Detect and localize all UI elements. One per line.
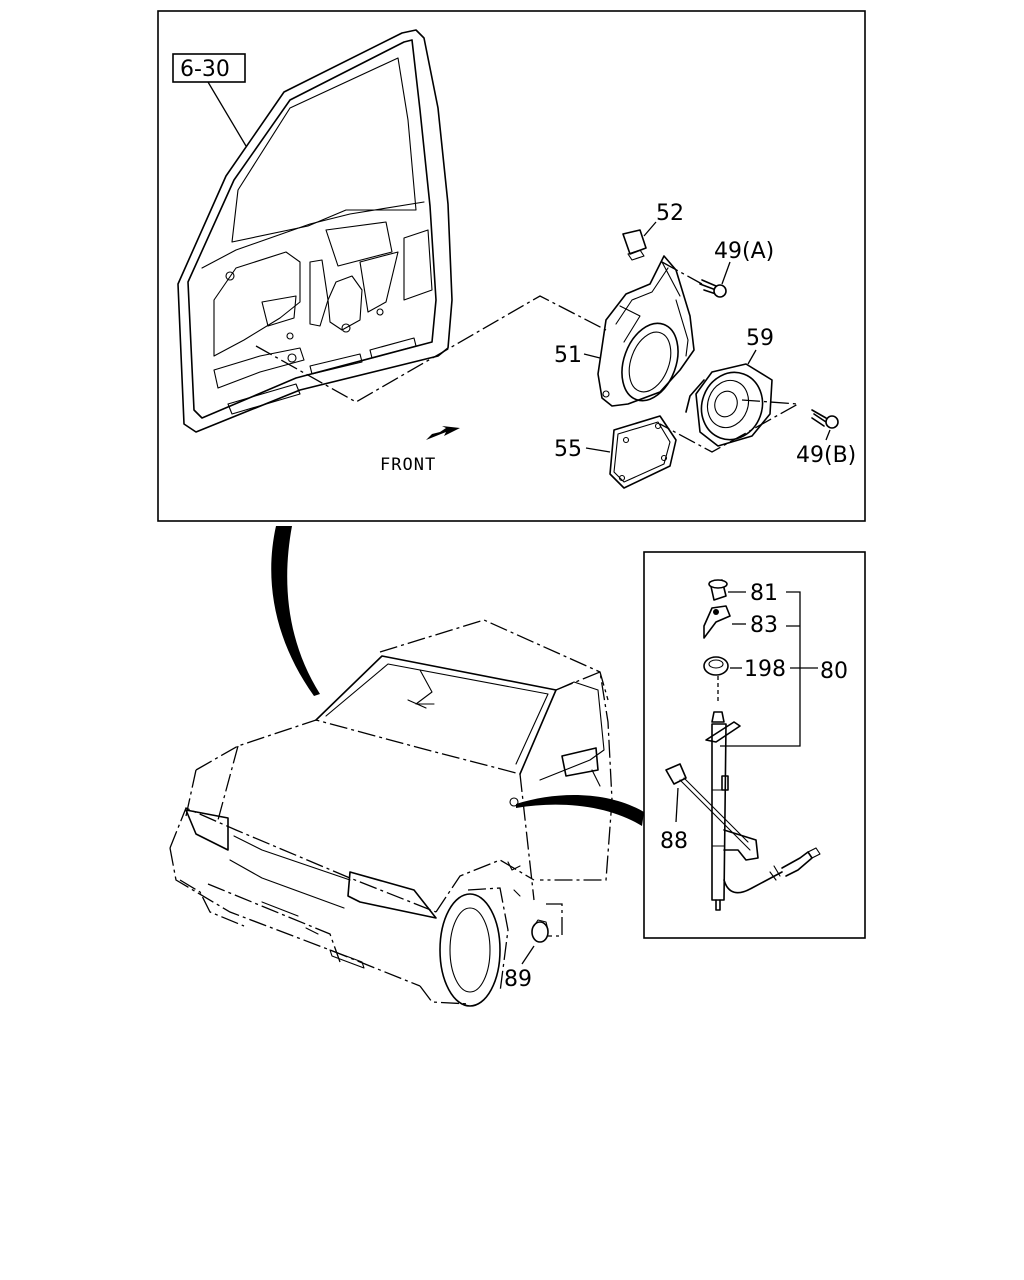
part-59-label: 59	[746, 326, 774, 351]
front-label: FRONT	[380, 455, 436, 475]
part-59-speaker[interactable]: 59	[685, 326, 774, 448]
door-to-speaker-leader	[255, 295, 607, 403]
reference-6-30-label: 6-30	[180, 57, 230, 82]
antenna-parts: 81 83 198 80	[660, 579, 848, 911]
part-88-label: 88	[660, 829, 688, 854]
front-door-illustration	[177, 29, 453, 433]
part-89-grommet[interactable]: 89	[504, 919, 549, 992]
part-49a-label: 49(A)	[714, 239, 774, 264]
part-55-label: 55	[554, 437, 582, 462]
antenna-pointer-arc	[516, 794, 644, 826]
part-49a-screw[interactable]: 49(A)	[699, 239, 774, 298]
arrow-down-left-icon	[426, 426, 460, 440]
part-80-label: 80	[820, 659, 848, 684]
part-52-clip[interactable]: 52	[622, 201, 684, 261]
antenna-panel	[643, 551, 866, 939]
door-speaker-panel	[157, 10, 866, 522]
front-direction-indicator: FRONT	[380, 426, 460, 475]
part-83-label: 83	[750, 613, 778, 638]
part-81-cap[interactable]: 81	[708, 579, 778, 606]
door-pointer-arc	[271, 526, 320, 696]
vehicle-illustration	[169, 619, 613, 1007]
49b-fastening-line	[659, 399, 801, 453]
part-49b-screw[interactable]: 49(B)	[796, 409, 856, 468]
part-198-label: 198	[744, 657, 786, 682]
part-198-gasket[interactable]: 198	[703, 656, 786, 682]
part-49b-label: 49(B)	[796, 443, 856, 468]
part-80-bracket	[720, 591, 818, 747]
part-55-cover[interactable]: 55	[554, 415, 677, 489]
part-51-speaker-bracket[interactable]: 51	[554, 255, 695, 408]
part-81-label: 81	[750, 581, 778, 606]
part-88-bolt[interactable]: 88	[660, 763, 751, 854]
reference-6-30[interactable]: 6-30	[172, 53, 247, 147]
part-52-label: 52	[656, 201, 684, 226]
part-51-label: 51	[554, 343, 582, 368]
part-83-escutcheon[interactable]: 83	[703, 605, 778, 639]
part-80-antenna-assembly[interactable]: 80	[820, 659, 848, 684]
part-89-label: 89	[504, 967, 532, 992]
49a-fastening-line	[661, 261, 703, 285]
